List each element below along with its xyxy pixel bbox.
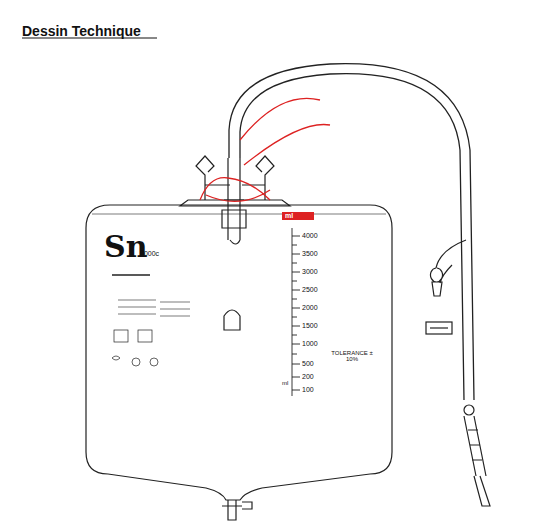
scale-number: 100: [302, 386, 314, 393]
scale-number: 2500: [302, 286, 318, 293]
unit-mark: ml: [282, 380, 288, 386]
scale-number: 1000: [302, 340, 318, 347]
logo: Sn: [104, 232, 147, 262]
scale-number: 200: [302, 373, 314, 380]
title: Dessin Technique: [22, 24, 141, 38]
scale-number: 2000: [302, 304, 318, 311]
scale-number: 3500: [302, 250, 318, 257]
tolerance-note: TOLERANCE ± 10%: [330, 350, 374, 362]
model-text: 4000c: [140, 250, 159, 257]
scale-number: 3000: [302, 268, 318, 275]
unit-mark: ml: [285, 212, 293, 219]
scale-number: 4000: [302, 232, 318, 239]
scale-number: 1500: [302, 322, 318, 329]
scale-number: 500: [302, 360, 314, 367]
